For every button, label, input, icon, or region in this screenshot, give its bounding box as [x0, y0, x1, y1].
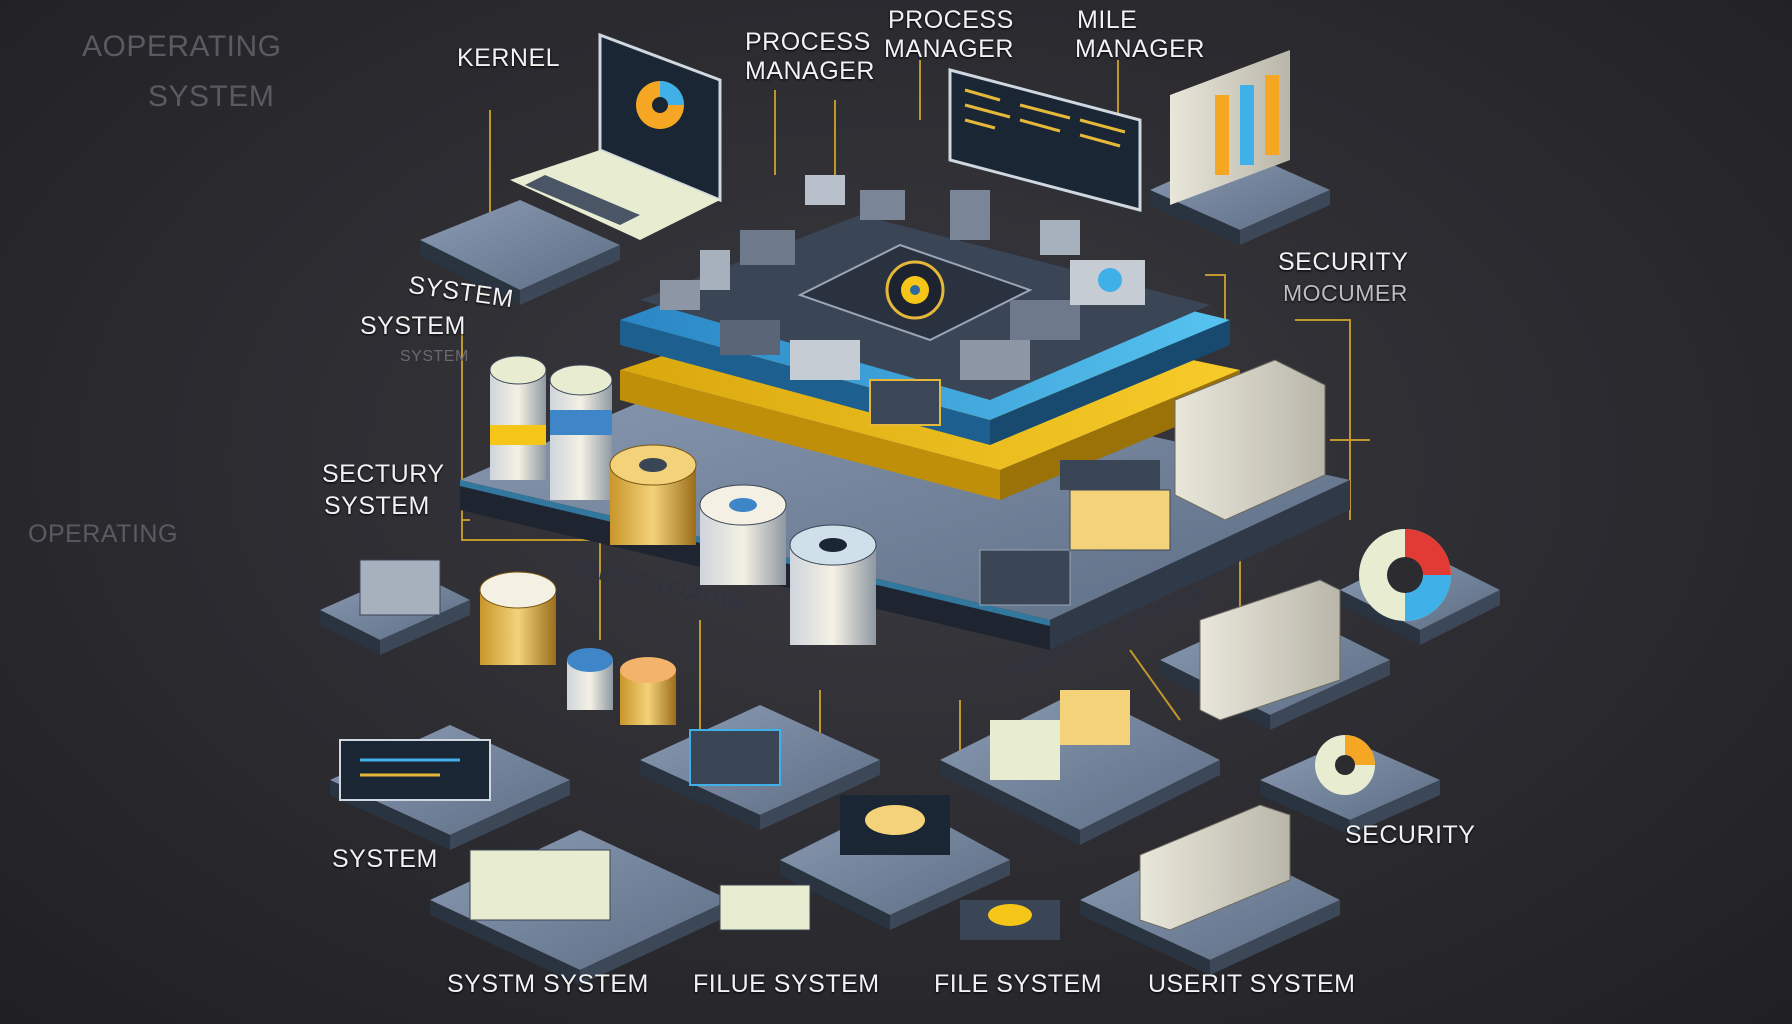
label-security-mocumer-line2: MOCUMER [1283, 280, 1408, 306]
label-security-right: SECURITY [1345, 821, 1476, 849]
label-process-manager-2-line1: PROCESS [888, 6, 1014, 34]
security-ring-illustration [1315, 529, 1451, 795]
label-security-mocumer-line1: SECURITY [1278, 248, 1409, 276]
server-blocks [1139, 359, 1341, 931]
label-process-manager-2-line2: MANAGER [884, 35, 1014, 63]
label-kernel: KERNEL [457, 44, 561, 72]
label-mile-manager-line2: MANAGER [1075, 35, 1205, 63]
connector-lines [461, 60, 1370, 780]
label-system-bottom-left: SYSTEM [332, 845, 438, 873]
label-process-manager-1-line1: PROCESS [745, 28, 871, 56]
label-system-left-ghost: SYSTEM [400, 348, 469, 365]
label-bottom-userit-system: USERIT SYSTEM [1148, 970, 1356, 998]
label-system-left: SYSTEM [360, 312, 466, 340]
watermark-operating: AOPERATING [82, 30, 282, 63]
label-bottom-filue-system: FILUE SYSTEM [693, 970, 880, 998]
laptop-illustration [510, 32, 722, 240]
chip-components [660, 175, 1145, 426]
watermark-system: SYSTEM [148, 80, 275, 113]
label-bottom-systm-system: SYSTM SYSTEM [447, 970, 649, 998]
server-rack-illustration [1170, 50, 1290, 205]
platform-chips [339, 460, 1171, 940]
label-sectury-system-line2: SYSTEM [324, 492, 430, 520]
code-monitor-illustration [948, 68, 1142, 212]
label-mile-manager-line1: MILE [1077, 6, 1138, 34]
disk-stacks [479, 355, 877, 725]
label-process-manager-1-line2: MANAGER [745, 57, 875, 85]
label-bottom-file-system: FILE SYSTEM [934, 970, 1103, 998]
label-sectury-system-line1: SECTURY [322, 460, 445, 488]
label-operating-ghost: OPERATING [28, 520, 178, 548]
